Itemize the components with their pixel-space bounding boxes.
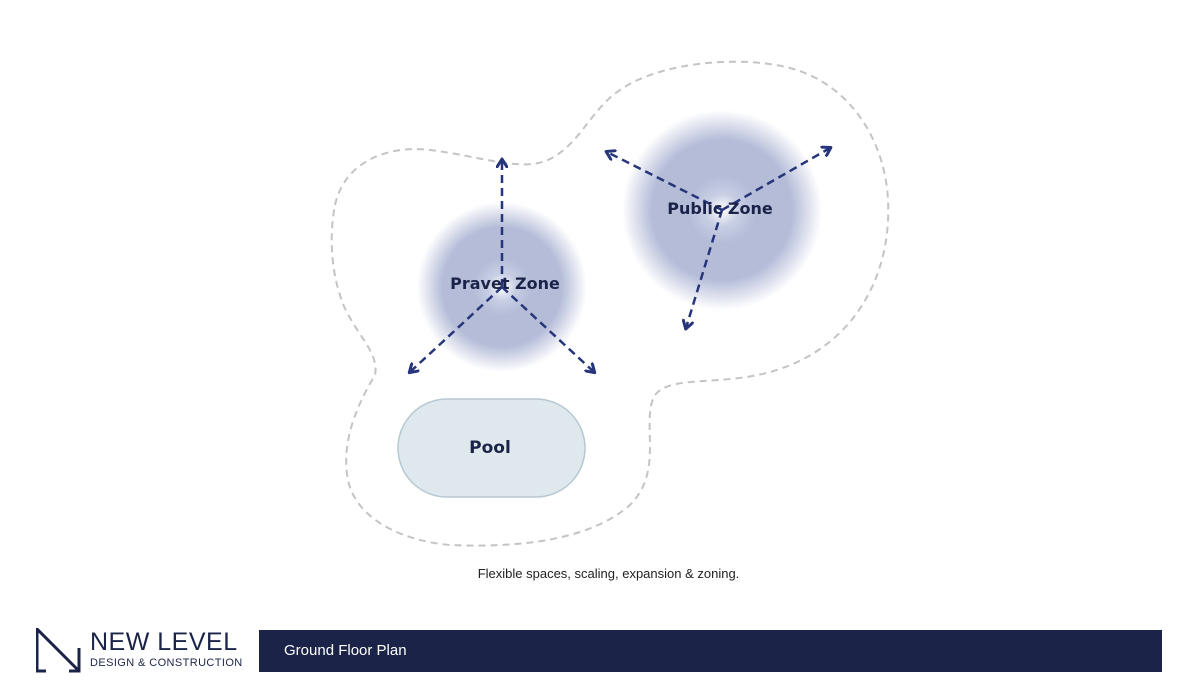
logo-n-mark-icon bbox=[36, 628, 81, 673]
pool-label: Pool bbox=[469, 438, 511, 458]
public-zone-arrows bbox=[607, 148, 830, 328]
logo-subtitle: DESIGN & CONSTRUCTION bbox=[90, 657, 243, 669]
public-arrow-right bbox=[721, 148, 830, 212]
pravet-arrow-left bbox=[410, 286, 503, 372]
footer-title-bar: Ground Floor Plan bbox=[259, 630, 1162, 672]
public-zone-label: Public Zone bbox=[667, 199, 773, 218]
public-arrow-down bbox=[686, 209, 724, 328]
pravet-arrow-right bbox=[501, 286, 594, 372]
pool-shape bbox=[397, 398, 586, 498]
site-boundary bbox=[330, 60, 890, 547]
pravet-zone-label: Pravet Zone bbox=[450, 274, 560, 293]
public-arrow-left bbox=[607, 152, 723, 212]
plan-title: Ground Floor Plan bbox=[284, 642, 407, 659]
diagram-caption: Flexible spaces, scaling, expansion & zo… bbox=[477, 566, 740, 581]
company-logo: NEW LEVEL DESIGN & CONSTRUCTION bbox=[36, 628, 266, 674]
logo-title: NEW LEVEL bbox=[90, 628, 238, 656]
pravet-zone-arrows bbox=[410, 160, 594, 372]
